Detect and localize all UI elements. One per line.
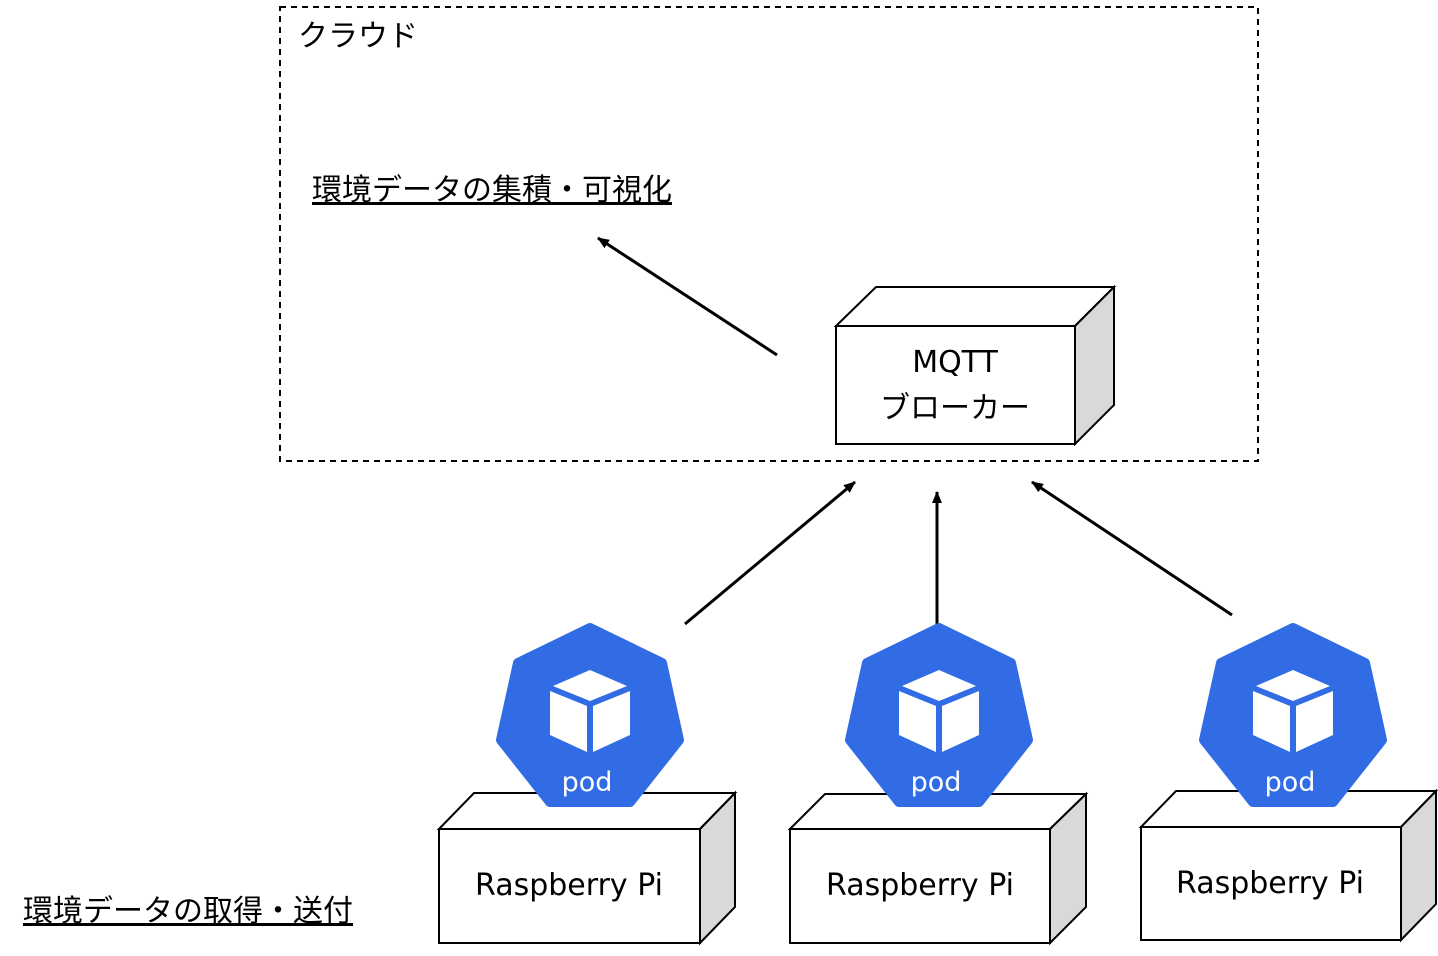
cloud-label: クラウド: [298, 19, 418, 54]
device-raspberry-pi-1: Raspberry Pi pod: [436, 628, 738, 946]
arrow-broker-to-aggregation: [597, 236, 778, 357]
device-name: Raspberry Pi: [475, 868, 663, 903]
aggregation-label: 環境データの集積・可視化: [312, 173, 672, 208]
pod-label: pod: [1265, 767, 1316, 798]
pod-label: pod: [911, 767, 962, 798]
device-name: Raspberry Pi: [1176, 866, 1364, 901]
kubernetes-pod-icon: pod: [1204, 628, 1382, 802]
cloud-boundary: [279, 6, 1259, 462]
arrow-device-1-to-broker: [684, 480, 856, 626]
arrow-device-3-to-broker: [1031, 480, 1233, 617]
kubernetes-pod-icon: pod: [501, 628, 679, 802]
device-raspberry-pi-3: Raspberry Pi pod: [1138, 628, 1438, 943]
broker-label-line1: MQTT: [912, 345, 998, 380]
device-name: Raspberry Pi: [826, 868, 1014, 903]
device-raspberry-pi-2: Raspberry Pi pod: [787, 628, 1089, 946]
edge-label: 環境データの取得・送付: [23, 894, 353, 929]
broker-label-line2: ブローカー: [880, 391, 1030, 426]
mqtt-broker-box: MQTT ブローカー: [833, 284, 1117, 447]
kubernetes-pod-icon: pod: [850, 628, 1028, 802]
pod-label: pod: [562, 767, 613, 798]
